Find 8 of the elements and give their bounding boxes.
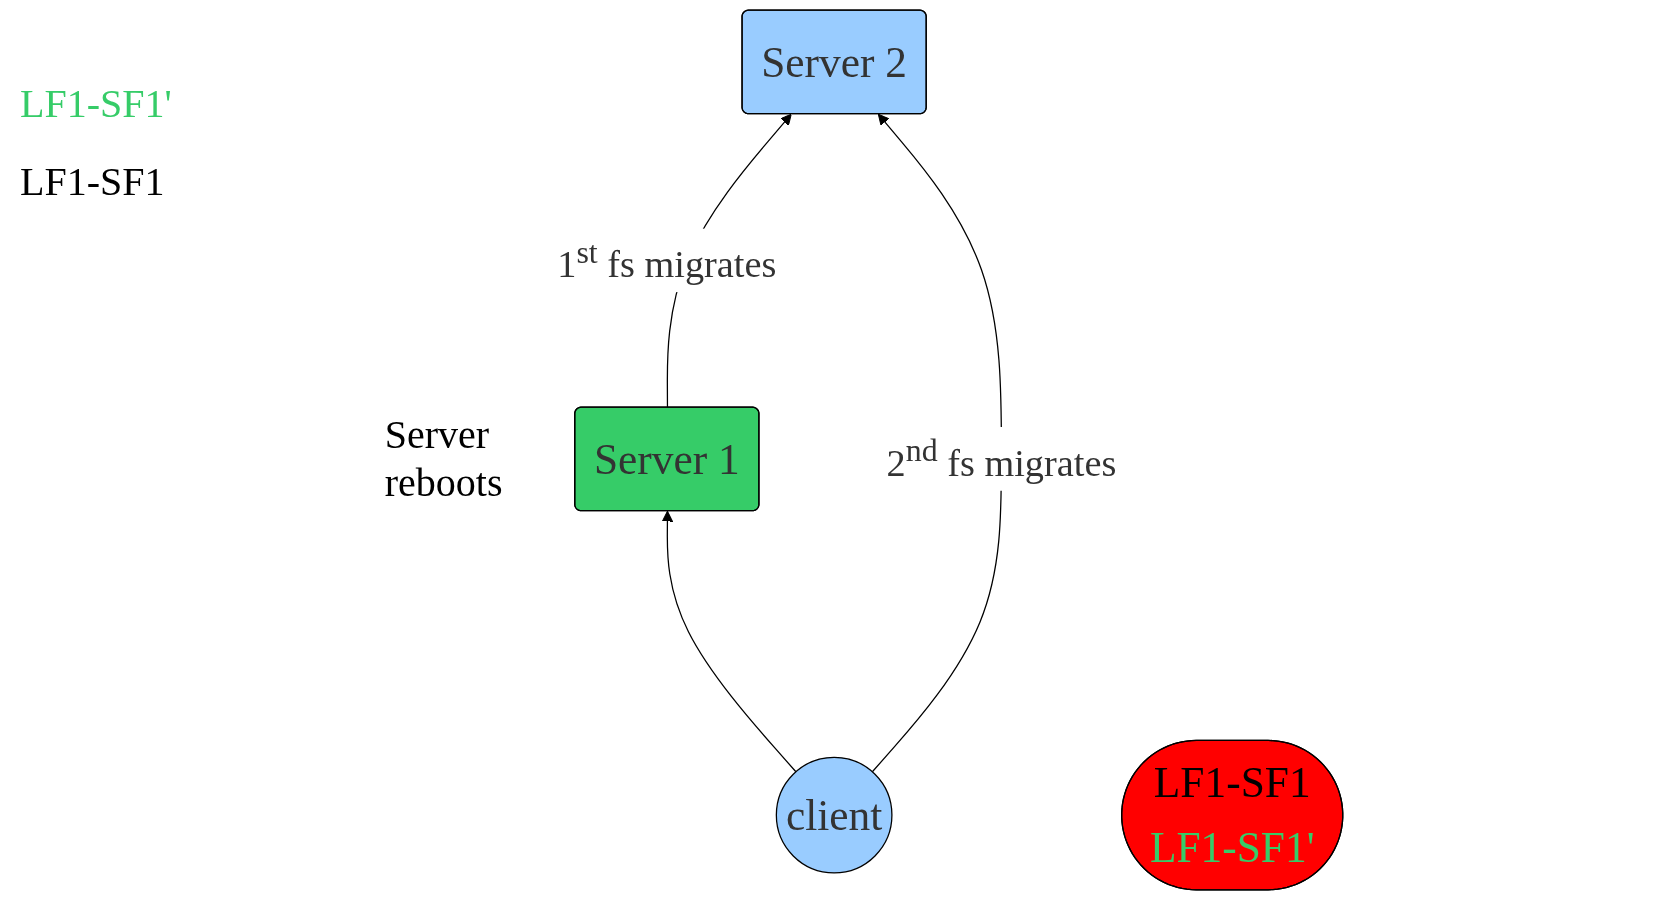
note-text: LF1-SF1'	[20, 80, 172, 128]
node-caption: Server reboots	[384, 410, 504, 507]
node-circle: client	[775, 756, 893, 874]
note-text: LF1-SF1	[20, 158, 166, 206]
arrow	[661, 510, 797, 773]
arrow	[871, 113, 1003, 773]
edge-label: 1$^{st}$ fs migrates	[557, 234, 777, 285]
edge-label: 2$^{nd}$ fs migrates	[886, 433, 1117, 484]
